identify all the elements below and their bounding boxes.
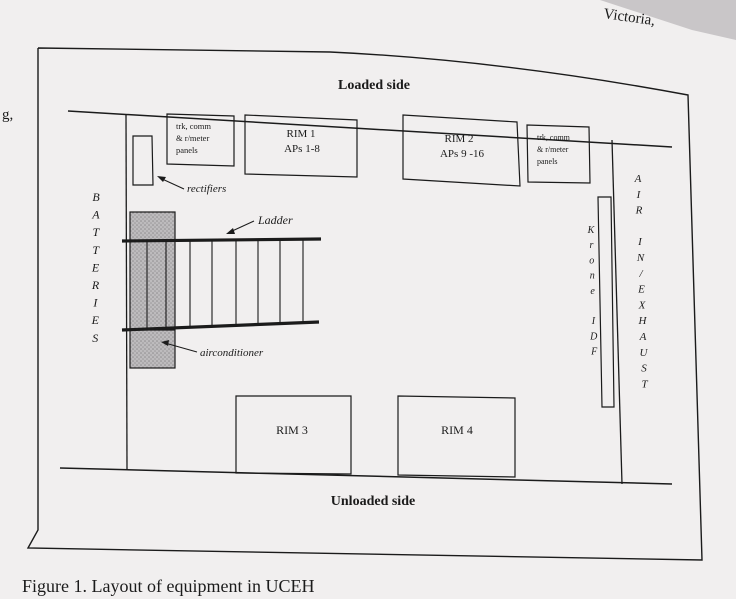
- batteries-letter: I: [92, 296, 98, 310]
- batteries-letter: E: [91, 260, 100, 274]
- rim3-label: RIM 3: [276, 423, 308, 437]
- air-exhaust-letter: R: [635, 205, 643, 217]
- rim3-box: [235, 395, 352, 475]
- panels-right-line2: & r/meter: [537, 145, 569, 154]
- left-wall: [125, 113, 128, 471]
- batteries-letter: S: [92, 331, 98, 345]
- air-exhaust-letter: A: [634, 173, 642, 185]
- left-fragment: g,: [2, 107, 13, 123]
- air-exhaust-letter: /: [638, 268, 643, 280]
- battery-rack-lower: [129, 329, 176, 369]
- krone-idf-letter: n: [590, 271, 595, 282]
- ladder-arrowhead: [226, 228, 235, 234]
- air-exhaust-letter: E: [637, 284, 645, 296]
- rim1-box: [244, 114, 358, 178]
- unloaded-side-label: Unloaded side: [331, 494, 415, 509]
- rim1-title: RIM 1: [286, 128, 315, 140]
- figure-caption: Figure 1. Layout of equipment in UCEH: [22, 576, 314, 596]
- air-exhaust-letter: X: [638, 299, 647, 311]
- rim2-subtitle: APs 9 -16: [440, 148, 485, 160]
- ladder-arrow: [229, 220, 255, 233]
- bottom-wall: [59, 467, 673, 485]
- krone-idf-strip: [597, 196, 615, 408]
- krone-idf-letter: e: [590, 286, 595, 297]
- air-exhaust-letter: H: [638, 315, 648, 327]
- krone-idf-letter: r: [589, 240, 593, 251]
- panels-right-line3: panels: [537, 157, 557, 166]
- outer-frame: [26, 47, 703, 561]
- air-exhaust-letter: N: [636, 252, 645, 264]
- airconditioner-arrowhead: [161, 340, 169, 346]
- header-fragment: Victoria,: [602, 6, 656, 29]
- air-exhaust-letter: T: [641, 378, 648, 390]
- panels-left-line2: & r/meter: [176, 133, 209, 143]
- cable-ladder: [121, 237, 322, 332]
- air-exhaust-letter: I: [637, 236, 643, 248]
- batteries-letter: E: [91, 313, 100, 327]
- krone-idf-letter: I: [591, 316, 596, 327]
- ladder-label: Ladder: [257, 213, 293, 227]
- rectifiers-label: rectifiers: [187, 183, 226, 195]
- air-exhaust-letter: I: [636, 189, 642, 201]
- rim2-box: [402, 114, 521, 187]
- panels-left-box: [166, 113, 235, 167]
- batteries-letter: T: [92, 225, 100, 239]
- krone-idf-letter: K: [587, 225, 596, 236]
- rectifiers-box: [132, 135, 154, 186]
- panels-right-line1: trk, comm: [537, 133, 571, 142]
- panels-left-line3: panels: [176, 145, 198, 155]
- panels-left-line1: trk, comm: [176, 121, 211, 131]
- rim4-label: RIM 4: [441, 423, 473, 437]
- loaded-side-label: Loaded side: [338, 78, 410, 93]
- rim4-box: [397, 395, 516, 478]
- airconditioner-label: airconditioner: [200, 347, 264, 359]
- batteries-letter: A: [91, 208, 100, 222]
- krone-idf-letter: D: [589, 331, 598, 342]
- rim1-subtitle: APs 1-8: [284, 143, 320, 155]
- panels-right-box: [526, 124, 591, 184]
- krone-idf-letter: o: [589, 255, 594, 266]
- right-wall: [611, 139, 623, 485]
- rim2-title: RIM 2: [444, 133, 473, 145]
- batteries-letter: T: [92, 243, 100, 257]
- rectifiers-arrowhead: [157, 176, 166, 182]
- batteries-letter: R: [91, 278, 100, 292]
- krone-idf-letter: F: [590, 347, 598, 358]
- air-exhaust-letter: S: [641, 363, 647, 375]
- battery-rack-upper: [129, 211, 176, 330]
- airconditioner-arrow: [164, 342, 198, 353]
- batteries-letter: B: [92, 190, 100, 204]
- air-exhaust-letter: A: [639, 331, 647, 343]
- air-exhaust-letter: U: [640, 347, 649, 359]
- top-wall: [67, 110, 673, 148]
